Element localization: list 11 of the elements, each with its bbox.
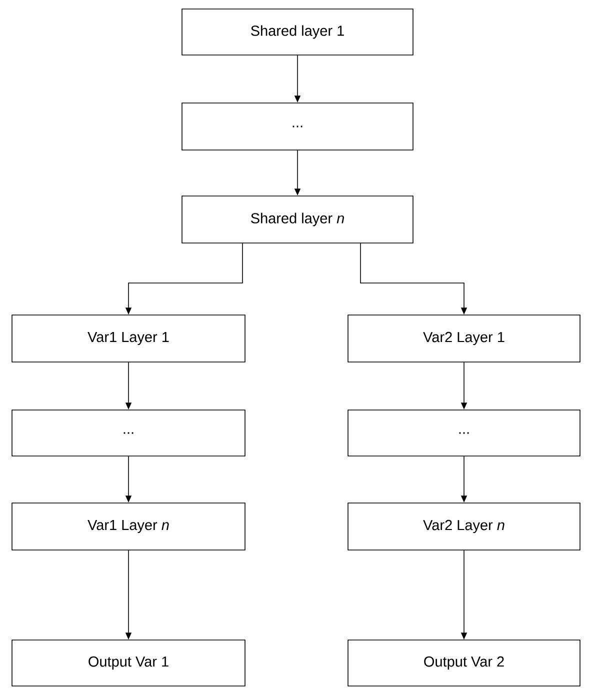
- layer-box: ...: [12, 410, 246, 456]
- layer-box: Shared layer 1: [182, 8, 414, 56]
- layer-box: ...: [348, 410, 580, 456]
- layer-box: Output Var 1: [12, 640, 246, 686]
- layer-box: Output Var 2: [348, 640, 580, 686]
- layer-box: Shared layer n: [182, 196, 414, 244]
- layer-box: Var1 Layer n: [12, 502, 246, 550]
- layer-box: Var2 Layer n: [348, 502, 580, 550]
- layer-box: Var1 Layer 1: [12, 314, 246, 362]
- layer-box: Var2 Layer 1: [348, 314, 580, 362]
- layer-box: ...: [182, 102, 414, 150]
